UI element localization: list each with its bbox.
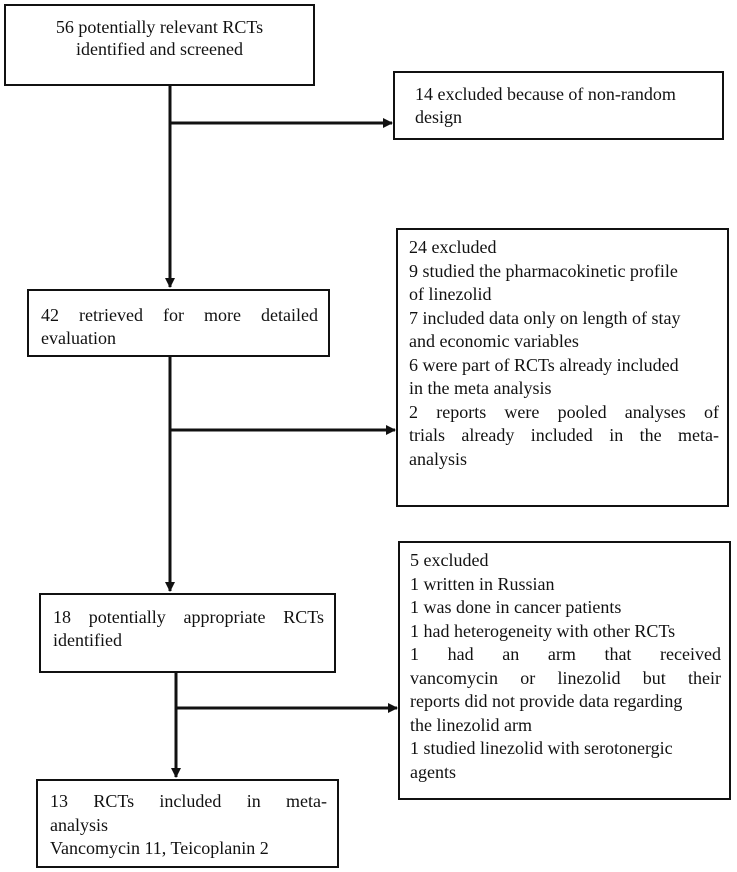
box-excluded-5-line-7: reports did not provide data regarding	[410, 691, 683, 711]
box-excluded-24-line-7: in the meta analysis	[409, 378, 552, 398]
box-excluded-24-line-4: 7 included data only on length of stay	[409, 308, 681, 328]
box-excluded-24-line-9: trials already included in the meta-	[409, 425, 719, 445]
box-excluded-5-line-9: 1 studied linezolid with serotonergic	[410, 738, 673, 758]
box-excluded-5-line-4: 1 had heterogeneity with other RCTs	[410, 621, 676, 641]
box-excluded-5-line-1: 5 excluded	[410, 550, 489, 570]
box-excluded-24-line-5: and economic variables	[409, 331, 579, 351]
box-excluded-design-line-1: 14 excluded because of non-random	[415, 84, 676, 104]
box-appropriate-line-1: 18 potentially appropriate RCTs	[53, 607, 324, 627]
box-excluded-24: 24 excluded 9 studied the pharmacokineti…	[396, 228, 729, 507]
box-retrieved-line-1: 42 retrieved for more detailed	[41, 305, 318, 325]
box-excluded-24-line-1: 24 excluded	[409, 237, 497, 257]
box-appropriate-line-2: identified	[53, 630, 122, 650]
box-excluded-24-line-8: 2 reports were pooled analyses of	[409, 402, 719, 422]
box-excluded-design-line-2: design	[415, 107, 462, 127]
box-excluded-5-line-6: vancomycin or linezolid but their	[410, 668, 721, 688]
box-appropriate: 18 potentially appropriate RCTs identifi…	[39, 593, 336, 673]
box-screened: 56 potentially relevant RCTs identified …	[4, 4, 315, 86]
box-excluded-24-line-2: 9 studied the pharmacokinetic profile	[409, 261, 678, 281]
box-excluded-24-line-3: of linezolid	[409, 284, 492, 304]
box-included-line-2: analysis	[50, 815, 108, 835]
box-excluded-5-line-3: 1 was done in cancer patients	[410, 597, 622, 617]
box-excluded-5-line-2: 1 written in Russian	[410, 574, 555, 594]
box-retrieved: 42 retrieved for more detailed evaluatio…	[27, 289, 330, 357]
box-excluded-5-line-10: agents	[410, 762, 456, 782]
box-excluded-5-line-5: 1 had an arm that received	[410, 644, 721, 664]
box-screened-line-1: 56 potentially relevant RCTs	[55, 17, 264, 37]
box-excluded-5: 5 excluded 1 written in Russian 1 was do…	[398, 541, 731, 800]
box-retrieved-line-2: evaluation	[41, 328, 116, 348]
box-screened-line-2: identified and screened	[76, 39, 243, 59]
box-excluded-24-line-10: analysis	[409, 449, 467, 469]
box-included-line-3: Vancomycin 11, Teicoplanin 2	[50, 838, 269, 858]
box-excluded-5-line-8: the linezolid arm	[410, 715, 532, 735]
box-excluded-design: 14 excluded because of non-random design	[393, 71, 724, 140]
box-included: 13 RCTs included in meta- analysis Vanco…	[36, 779, 339, 868]
box-excluded-24-line-6: 6 were part of RCTs already included	[409, 355, 679, 375]
box-included-line-1: 13 RCTs included in meta-	[50, 791, 327, 811]
